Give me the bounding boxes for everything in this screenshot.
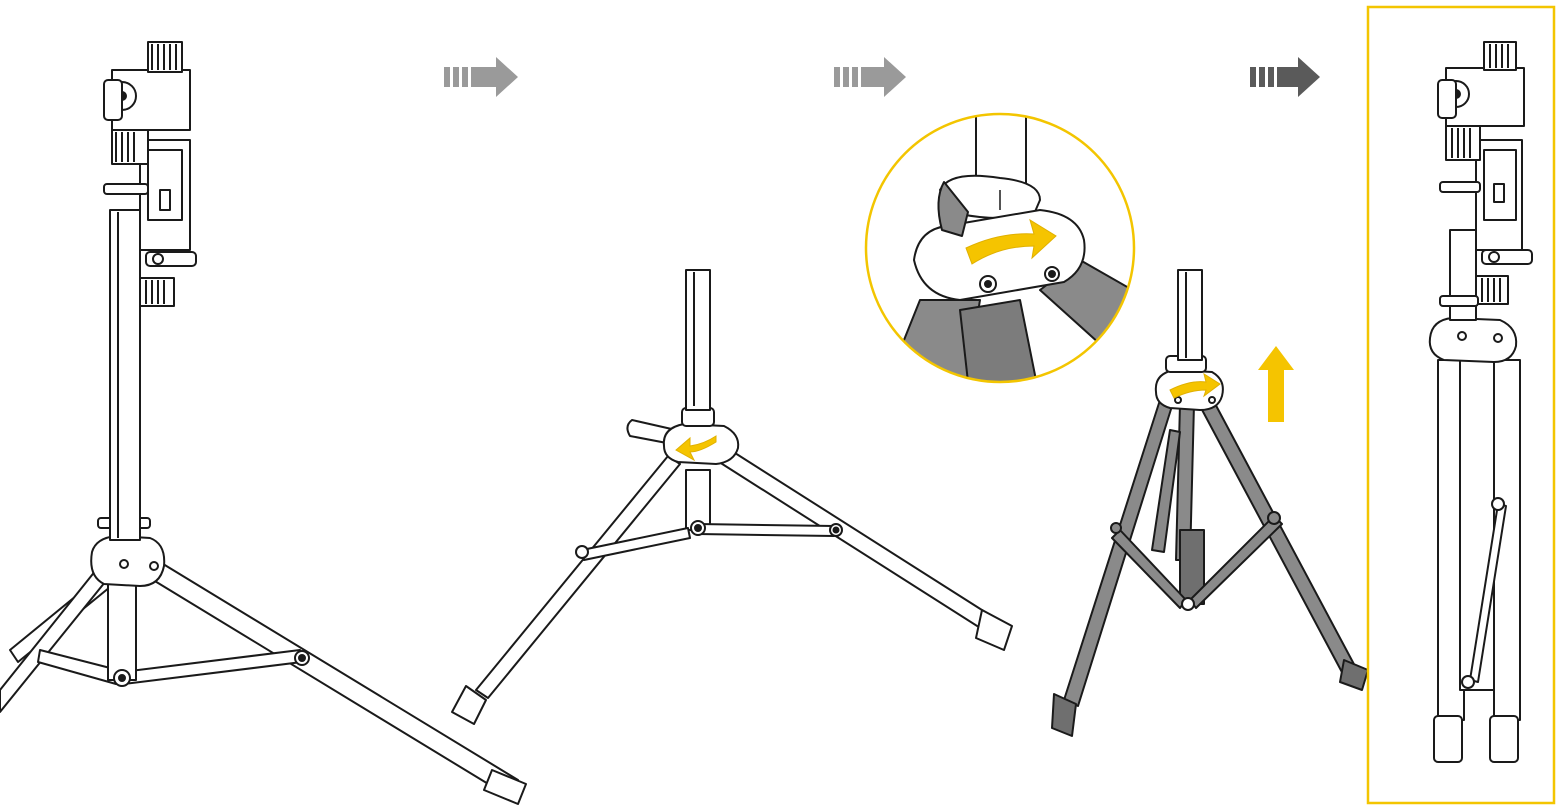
step-arrow-3 — [1250, 57, 1320, 97]
up-arrow-icon — [1258, 346, 1294, 422]
stand-upright-with-head — [0, 42, 526, 804]
lift-hub-to-fold-legs — [1052, 270, 1368, 736]
collar-rotation-zoom — [866, 110, 1150, 420]
step-arrow-2 — [834, 57, 906, 97]
step-arrow-1 — [444, 57, 518, 97]
stand-folded-result — [1430, 42, 1532, 762]
